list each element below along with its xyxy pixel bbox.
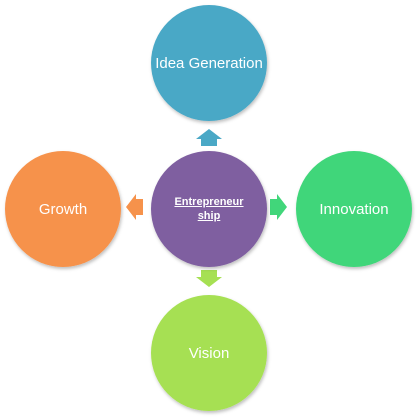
idea-generation-circle — [151, 5, 267, 121]
innovation-circle — [296, 151, 412, 267]
arrow-to-innovation — [270, 194, 287, 220]
arrow-to-idea-generation — [196, 129, 222, 146]
growth-circle — [5, 151, 121, 267]
arrow-to-growth — [126, 194, 143, 220]
entrepreneurship-circle — [151, 151, 267, 267]
vision-circle — [151, 295, 267, 411]
arrow-to-vision — [196, 270, 222, 287]
